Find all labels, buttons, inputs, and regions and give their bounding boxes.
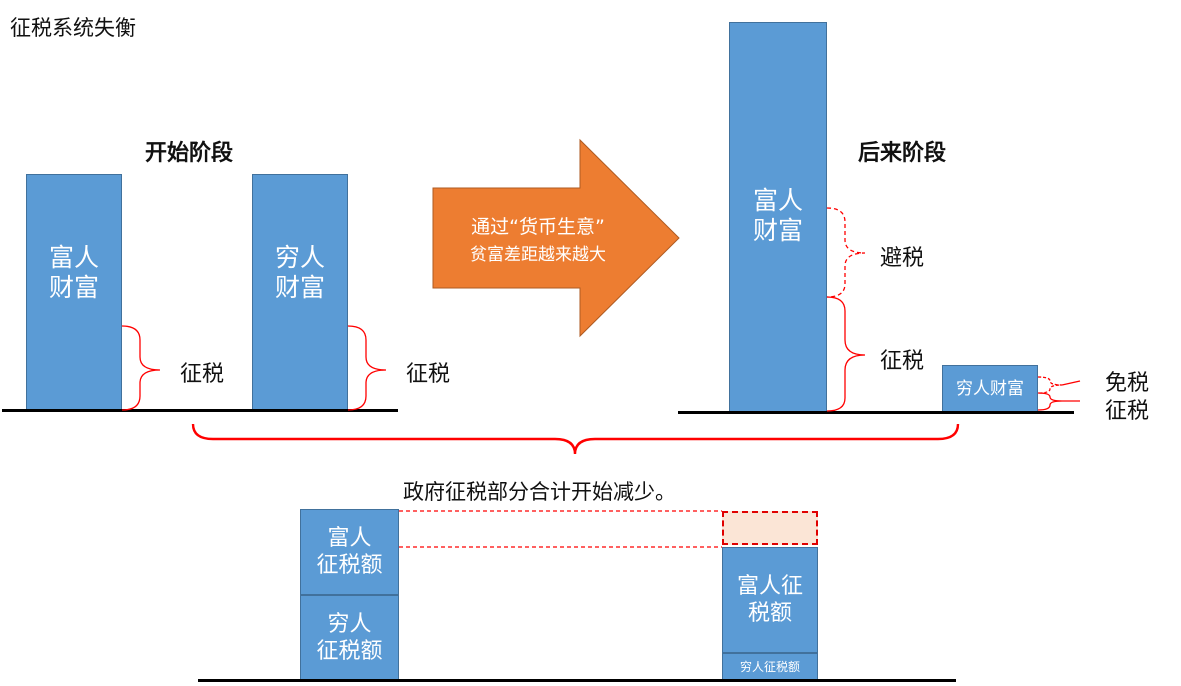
lost-tax-placeholder [722,511,818,545]
later-exempt-connector [1061,380,1081,386]
later-rich-bar-line1: 富人 [752,186,803,215]
compare-right-rich-line2: 税额 [747,601,792,626]
compare-ground-line [198,679,956,682]
compare-right-rich-line1: 富人征 [736,574,803,599]
compare-left-rich-line2: 征税额 [316,553,383,578]
start-poor-tax-label: 征税 [406,362,451,387]
start-rich-wealth-bar: 富人 财富 [26,174,122,411]
start-poor-tax-bracket [347,325,387,411]
summary-brace [191,423,960,455]
later-exempt-bracket [1037,376,1063,394]
later-poor-wealth-bar: 穷人财富 [942,365,1038,412]
start-poor-bar-line1: 穷人 [274,242,325,272]
summary-text: 政府征税部分合计开始减少。 [403,480,676,504]
start-rich-tax-label: 征税 [180,362,225,387]
start-rich-bar-line2: 财富 [48,272,99,302]
later-rich-tax-bracket [826,296,866,412]
compare-left-poor-line1: 穷人 [327,611,372,637]
arrow-text-line2: 贫富差距越来越大 [470,245,606,265]
later-rich-tax-label: 征税 [880,349,925,374]
compare-right-rich-tax-bar: 富人征 税额 [722,547,818,653]
later-rich-bar-line2: 财富 [752,216,803,245]
compare-left-rich-tax-bar: 富人 征税额 [300,509,399,595]
later-exempt-label: 免税 [1105,371,1150,396]
later-avoid-tax-bracket [826,207,866,298]
arrow-text-line1: 通过“货币生意” [471,216,605,238]
later-avoid-tax-label: 避税 [880,246,925,271]
compare-right-poor-label: 穷人征税额 [739,659,800,674]
start-poor-bar-line2: 财富 [274,272,325,302]
later-poor-tax-label: 征税 [1105,399,1150,424]
start-poor-wealth-bar: 穷人 财富 [252,174,348,411]
later-rich-wealth-bar: 富人 财富 [729,22,827,412]
compare-left-rich-line1: 富人 [327,526,372,551]
later-poor-tax-bracket [1037,392,1063,411]
start-ground-line [2,409,398,412]
stage-start-label: 开始阶段 [145,141,234,166]
later-ground-line [678,411,1074,414]
start-rich-tax-bracket [121,325,161,411]
compare-left-poor-tax-bar: 穷人 征税额 [300,595,399,680]
page-title: 征税系统失衡 [10,16,136,40]
compare-left-poor-line2: 征税额 [316,638,383,664]
later-poor-bar-label: 穷人财富 [956,378,1024,399]
start-rich-bar-line1: 富人 [48,242,99,272]
stage-later-label: 后来阶段 [858,141,947,166]
compare-right-poor-tax-bar: 穷人征税额 [722,653,818,680]
